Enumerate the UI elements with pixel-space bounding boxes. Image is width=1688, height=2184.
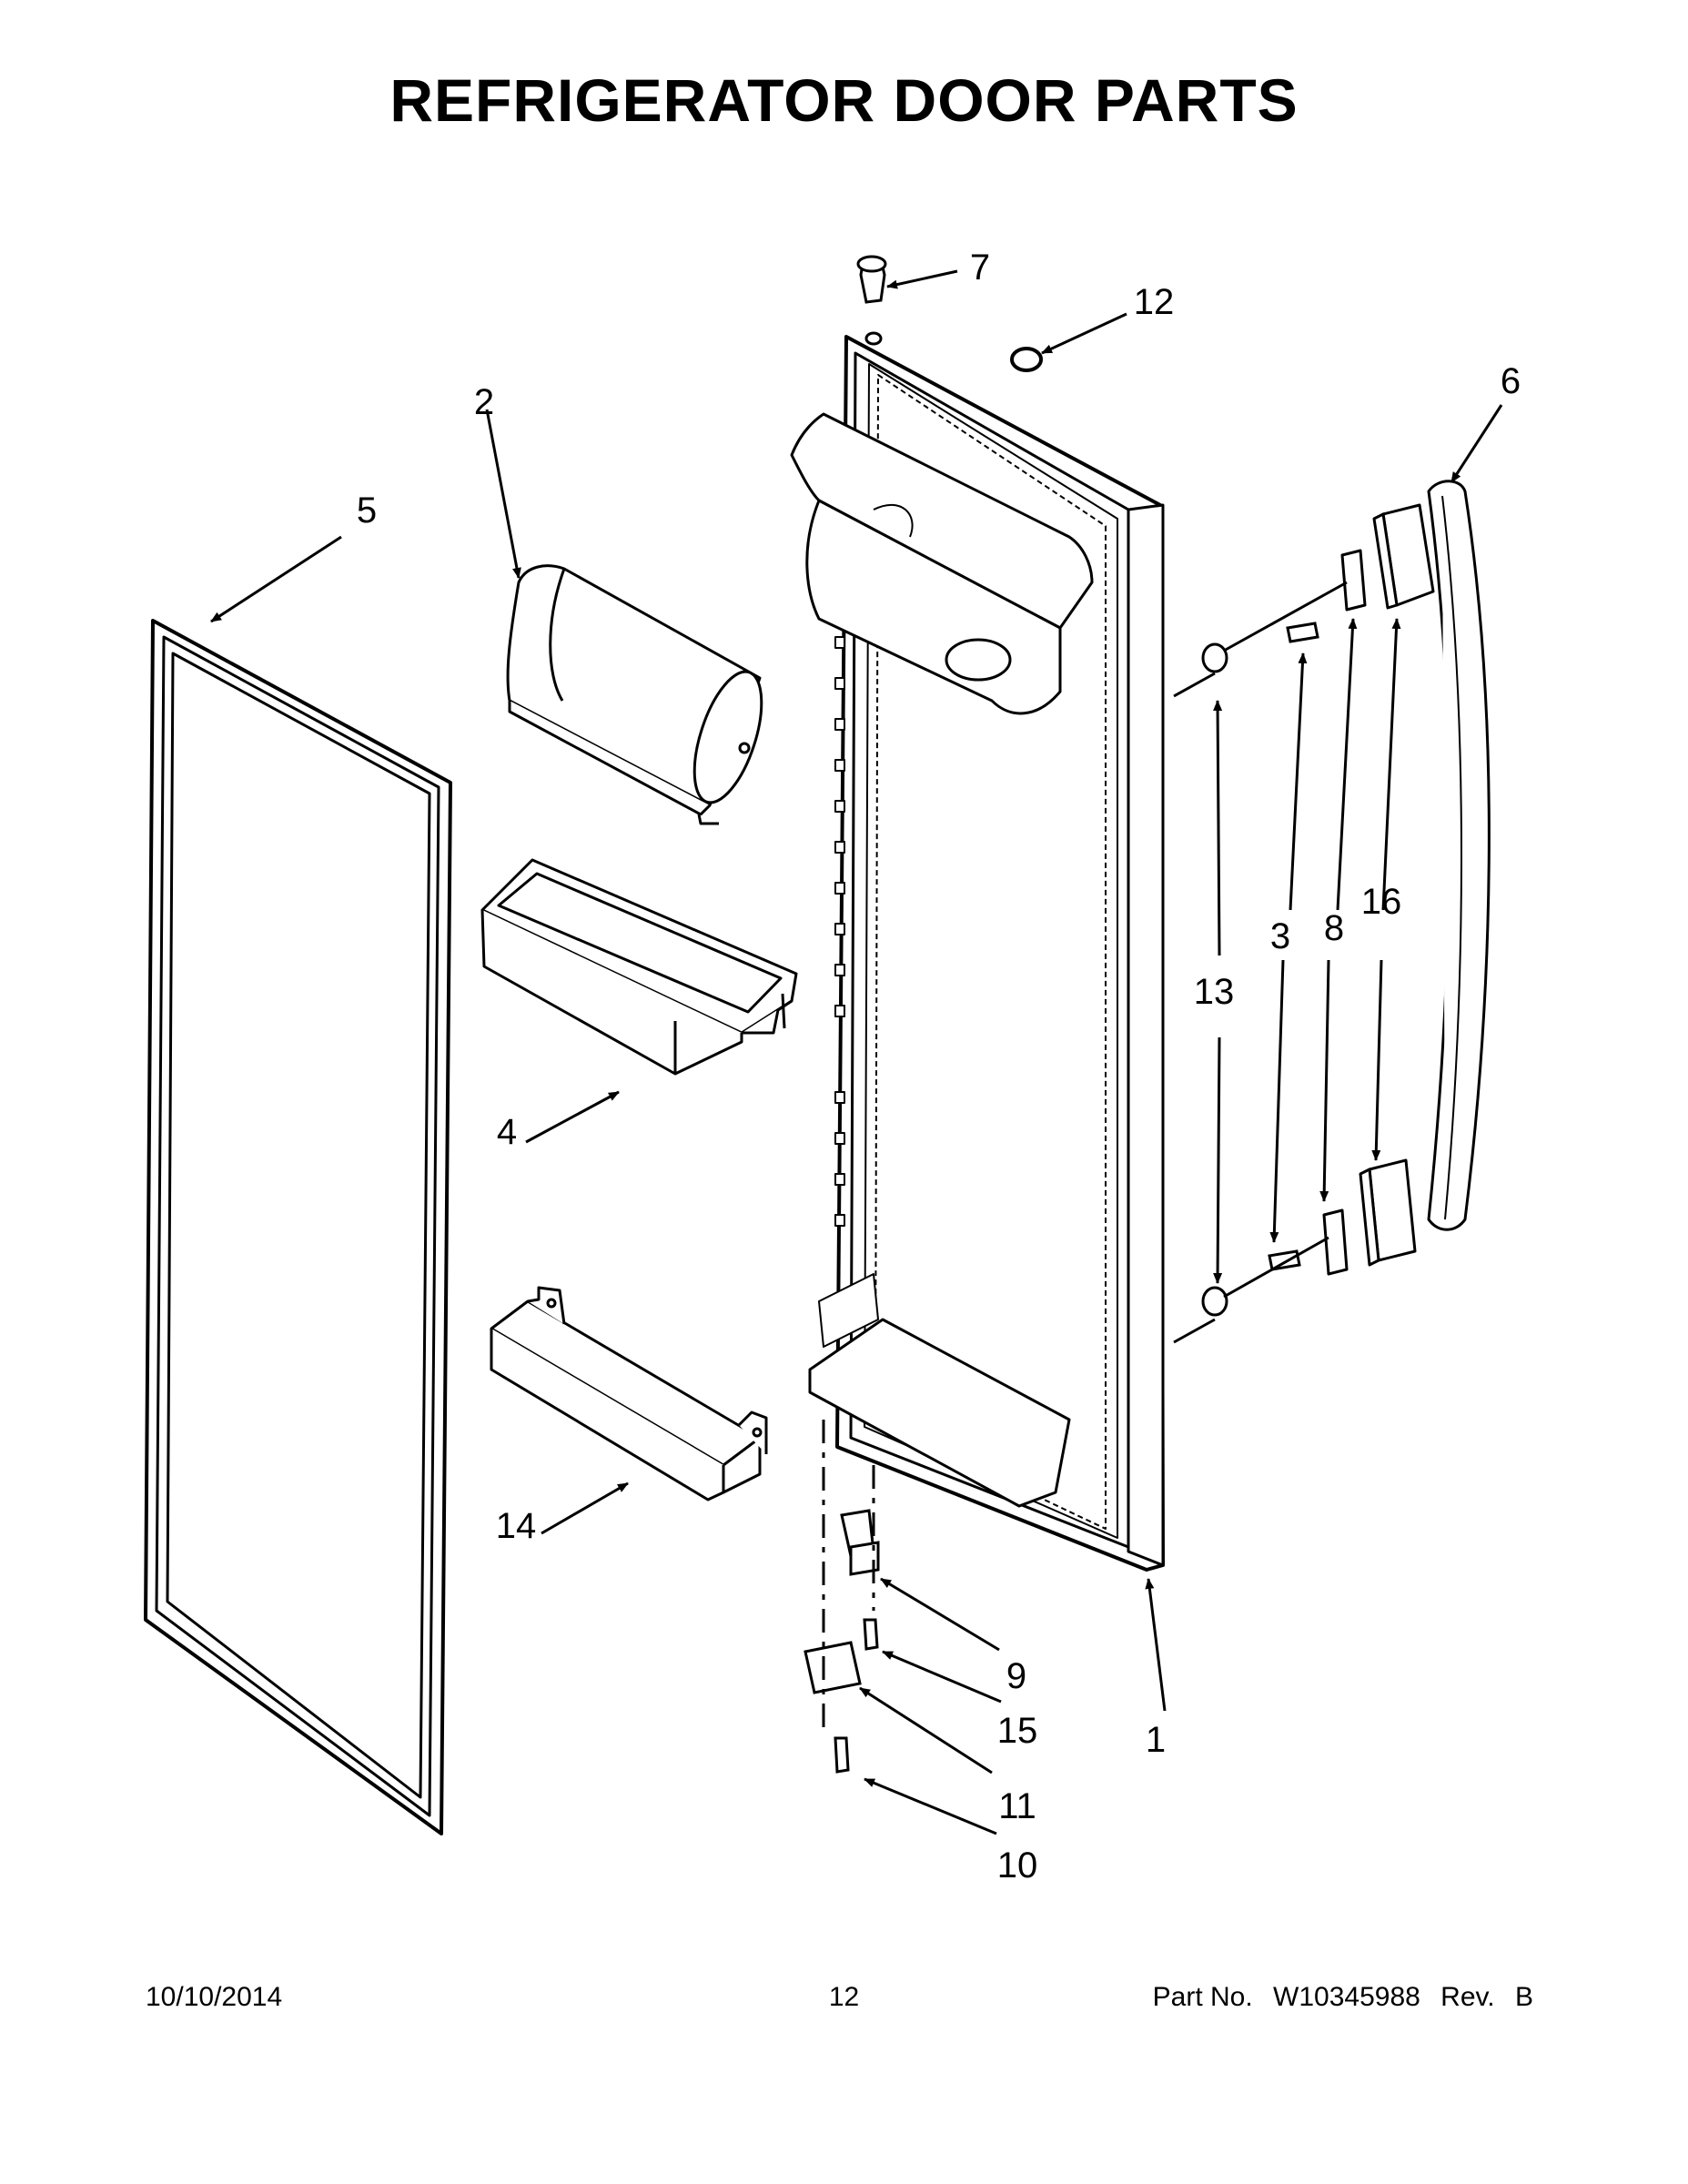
door-bin-part	[480, 858, 798, 1076]
door-assembly-part	[790, 335, 1165, 1572]
callout-14: 14	[496, 1506, 537, 1546]
top-hinge-pin-part	[856, 255, 887, 346]
handle-assembly-lines	[1173, 581, 1348, 1344]
footer-date: 10/10/2014	[146, 1982, 283, 2012]
part-label: Part No.	[1152, 1982, 1253, 2012]
part-number: W10345988	[1273, 1982, 1420, 2012]
door-gasket-part	[144, 619, 452, 1835]
callout-15: 15	[997, 1711, 1038, 1751]
bottom-hinge-centerlines	[822, 1420, 875, 1729]
footer-page-number: 12	[828, 1982, 860, 2012]
callout-labels: 1 2 3 4 5 6 7 8 9 10 11 12 13 14 15 16	[357, 248, 1521, 1886]
hinge-washer-part	[1010, 347, 1043, 372]
door-shelf-part	[490, 1286, 768, 1502]
callout-7: 7	[970, 248, 990, 288]
handle-screws-part	[1201, 622, 1319, 1317]
callout-8: 8	[1324, 908, 1344, 948]
callout-6: 6	[1501, 361, 1521, 401]
callout-4: 4	[497, 1112, 517, 1152]
callout-12: 12	[1134, 282, 1175, 322]
leader-arrows	[210, 269, 1503, 1835]
callout-10: 10	[997, 1845, 1038, 1886]
rev-label: Rev.	[1440, 1982, 1495, 2012]
door-handle-part	[1322, 480, 1491, 1276]
dairy-bin-part	[506, 564, 763, 825]
page-title: REFRIGERATOR DOOR PARTS	[389, 66, 1299, 134]
callout-16: 16	[1361, 882, 1402, 922]
callout-5: 5	[357, 490, 377, 531]
callout-3: 3	[1270, 916, 1290, 956]
callout-1: 1	[1146, 1720, 1166, 1760]
callout-2: 2	[474, 382, 494, 422]
rev-value: B	[1514, 1982, 1533, 2012]
callout-13: 13	[1194, 972, 1235, 1012]
bottom-hinge-parts	[804, 1509, 880, 1774]
callout-11: 11	[998, 1786, 1036, 1826]
callout-9: 9	[1006, 1656, 1026, 1696]
footer-part-number: Part No. W10345988 Rev. B	[1153, 1982, 1533, 2013]
